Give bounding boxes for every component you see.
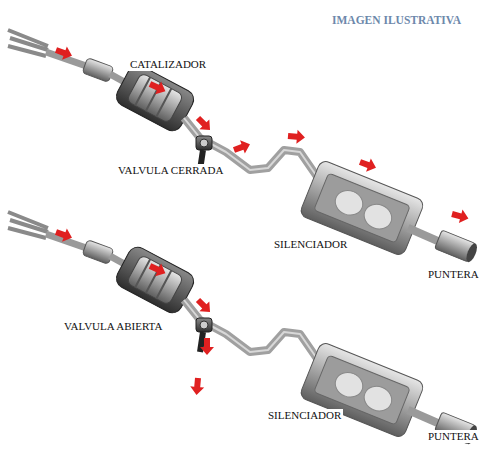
red-arrow — [54, 225, 75, 244]
part-label: CATALIZADOR — [128, 58, 208, 71]
watermark: IMAGEN ILUSTRATIVA — [330, 14, 463, 27]
part-label: VALVULA ABIERTA — [62, 320, 164, 333]
red-arrow — [54, 43, 75, 62]
red-arrow — [190, 377, 205, 395]
red-arrow — [450, 207, 470, 225]
part-label: SILENCIADOR — [272, 238, 349, 251]
red-arrow — [200, 338, 214, 355]
red-arrow — [287, 129, 305, 144]
part-label: SILENCIADOR — [266, 409, 343, 422]
red-arrow — [358, 155, 379, 174]
red-arrow — [193, 113, 215, 135]
red-arrow — [147, 260, 168, 280]
red-arrow — [193, 295, 215, 317]
part-label: PUNTERA — [426, 268, 481, 281]
red-arrow — [232, 138, 253, 157]
exhaust-system-bottom — [8, 212, 479, 446]
part-label: VALVULA CERRADA — [116, 164, 225, 177]
red-arrow — [147, 78, 168, 98]
part-label: PUNTERA — [426, 430, 481, 443]
exhaust-system-top — [8, 30, 479, 264]
